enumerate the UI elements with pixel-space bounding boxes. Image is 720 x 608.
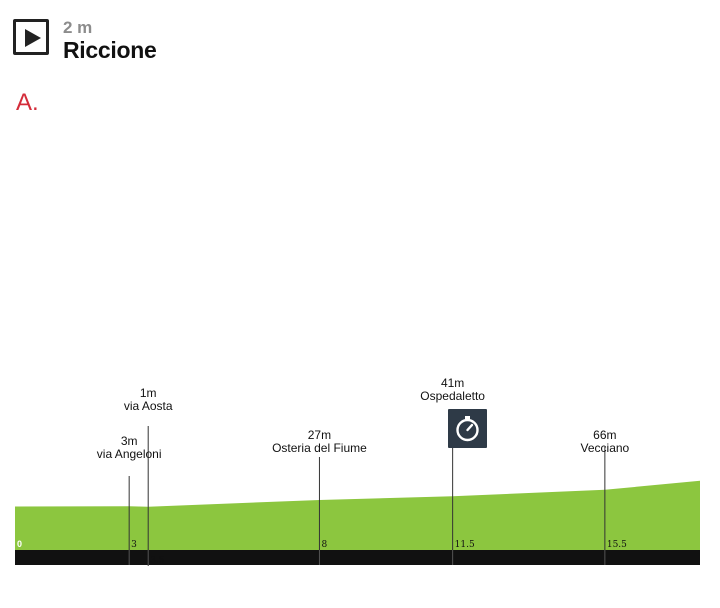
waypoint-name: Ospedaletto [420, 389, 485, 403]
waypoint-name: via Aosta [123, 399, 173, 413]
km-label: 3 [131, 540, 137, 550]
waypoint-name: Vecciano [580, 441, 630, 455]
waypoint-altitude: 27m [307, 428, 332, 442]
distance-ticks [128, 550, 606, 565]
waypoint-via-aosta: 1m via Aosta [124, 387, 173, 413]
stage-label: A. [16, 89, 39, 116]
km-label: 3.5 [150, 556, 165, 566]
km-label-start: 0 [17, 539, 23, 549]
stopwatch-icon [448, 409, 487, 448]
play-icon [13, 19, 49, 55]
waypoint-ospedaletto: 41m Ospedaletto [420, 377, 485, 403]
waypoint-altitude: 1m [139, 386, 157, 400]
terrain-area [15, 480, 700, 550]
km-label: 8 [321, 540, 328, 550]
waypoint-markers [128, 426, 606, 566]
start-location: Riccione [63, 37, 157, 63]
waypoint-osteria-del-fiume: 27m Osteria del Fiume [272, 429, 367, 455]
waypoint-altitude: 3m [120, 434, 138, 448]
waypoint-via-angeloni: 3m via Angeloni [97, 435, 162, 461]
waypoint-altitude: 66m [593, 428, 617, 442]
km-label: 15.5 [606, 540, 627, 550]
start-altitude: 2 m [63, 18, 93, 37]
waypoint-name: Osteria del Fiume [272, 441, 367, 455]
km-label: 11.5 [454, 540, 475, 550]
waypoint-vecciano: 66m Vecciano [581, 429, 630, 455]
waypoint-altitude: 41m [440, 376, 465, 390]
waypoint-name: via Angeloni [96, 447, 162, 461]
distance-axis [15, 550, 700, 565]
